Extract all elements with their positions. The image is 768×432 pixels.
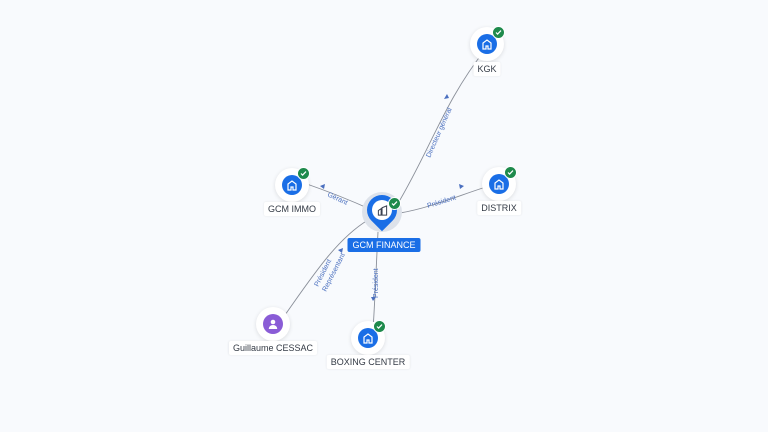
arrow-guillaume (338, 248, 343, 253)
verified-check-icon (373, 320, 386, 333)
node-label-kgk: KGK (473, 62, 501, 76)
person-icon (263, 314, 283, 334)
node-label-guillaume-cessac: Guillaume CESSAC (228, 341, 318, 355)
building-icon (477, 34, 497, 54)
edge-kgk (396, 49, 486, 206)
node-label-gcm-immo: GCM IMMO (264, 202, 320, 216)
arrow-boxing-center (371, 297, 376, 301)
verified-check-icon (504, 166, 517, 179)
verified-check-icon (297, 167, 310, 180)
edge-label-kgk: Directeur général (425, 107, 453, 159)
edge-label-boxing-center: Président (373, 268, 380, 298)
building-icon (489, 174, 509, 194)
node-label-distrix: DISTRIX (477, 201, 521, 215)
arrow-kgk (444, 94, 449, 99)
arrow-distrix (459, 184, 464, 189)
verified-check-icon (388, 197, 401, 210)
arrow-gcm-immo (320, 184, 325, 189)
building-icon (372, 200, 392, 220)
edge-guillaume (279, 219, 369, 323)
edge-label-distrix: Président (427, 195, 457, 210)
node-label-gcm-finance: GCM FINANCE (347, 238, 421, 252)
verified-check-icon (492, 26, 505, 39)
building-icon (282, 175, 302, 195)
node-label-boxing-center: BOXING CENTER (326, 355, 410, 369)
edge-label-gcm-immo: Gérant (326, 191, 348, 206)
building-icon (358, 328, 378, 348)
